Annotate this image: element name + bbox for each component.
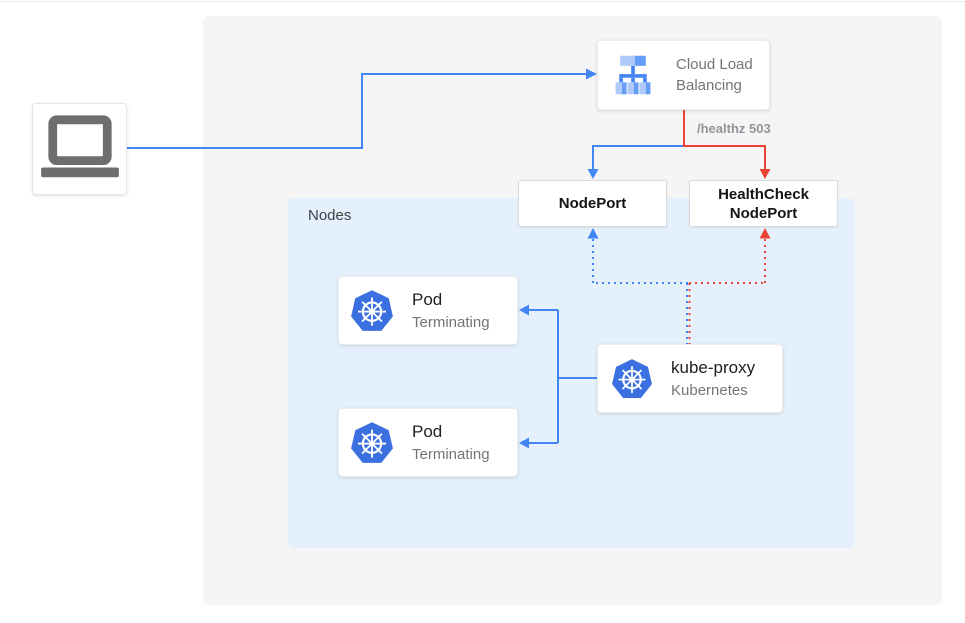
edge-client-to-clb <box>127 73 587 149</box>
kube-proxy-labels: kube-proxy Kubernetes <box>671 356 755 401</box>
edge-kubeproxy-to-healthcheck-dotted <box>688 238 766 344</box>
client-node <box>32 103 127 195</box>
arrow-kubeproxy-to-nodeport <box>587 228 599 239</box>
edge-clb-to-nodeport <box>592 145 686 169</box>
edge-clb-to-healthcheck <box>683 110 766 169</box>
cloud-load-balancing-label: Cloud Load Balancing <box>676 56 753 94</box>
healthz-edge-label: /healthz 503 <box>697 121 771 136</box>
kubernetes-icon <box>351 421 393 463</box>
kube-proxy-subtitle: Kubernetes <box>671 382 748 399</box>
kube-proxy-node: kube-proxy Kubernetes <box>597 344 783 413</box>
nodeport-node: NodePort <box>518 180 667 227</box>
pod-2-title: Pod <box>412 422 443 441</box>
pod-1-status: Terminating <box>412 314 490 331</box>
kubernetes-icon <box>612 358 652 398</box>
load-balancer-icon <box>615 55 651 95</box>
arrow-client-to-clb <box>586 68 597 80</box>
edge-kubeproxy-to-nodeport-dotted <box>592 238 688 344</box>
arrow-clb-to-nodeport <box>587 169 599 179</box>
arrow-kubeproxy-to-pod2 <box>519 437 529 449</box>
pod-2-labels: Pod Terminating <box>412 420 490 465</box>
arrow-kubeproxy-to-pod1 <box>519 304 529 316</box>
healthcheck-nodeport-node: HealthCheck NodePort <box>689 180 838 227</box>
laptop-icon <box>40 115 119 178</box>
kube-proxy-title: kube-proxy <box>671 358 756 377</box>
pod-2-status: Terminating <box>412 446 490 463</box>
arrow-clb-to-healthcheck <box>759 169 771 179</box>
top-divider <box>0 1 965 2</box>
pod-1-title: Pod <box>412 290 443 309</box>
pod-1-labels: Pod Terminating <box>412 288 490 333</box>
pod-1-node: Pod Terminating <box>338 276 518 345</box>
kubernetes-icon <box>351 289 393 331</box>
pod-2-node: Pod Terminating <box>338 408 518 477</box>
arrow-kubeproxy-to-healthcheck <box>759 228 771 239</box>
nodeport-label: NodePort <box>558 195 627 212</box>
edge-kubeproxy-to-pods <box>528 309 597 444</box>
cloud-load-balancing-node: Cloud Load Balancing <box>597 40 770 110</box>
nodes-group-label: Nodes <box>308 207 352 224</box>
